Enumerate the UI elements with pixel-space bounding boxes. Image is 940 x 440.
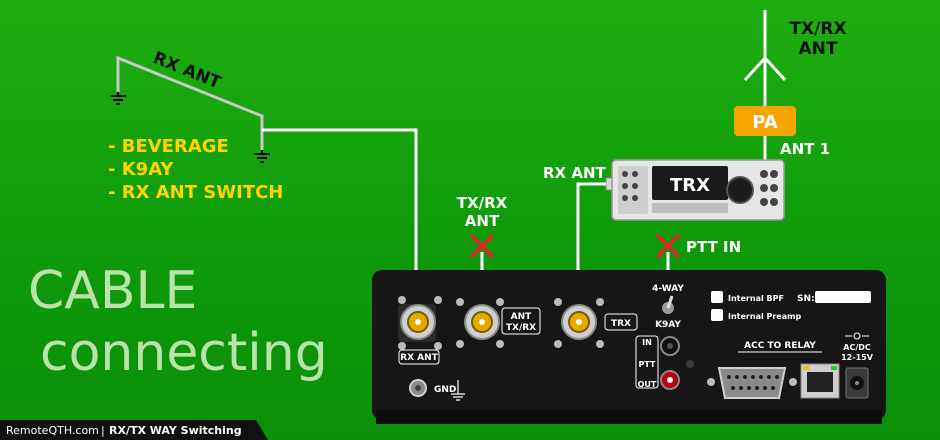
- ant-txrx-connector: [456, 298, 504, 348]
- sn-label: SN:: [797, 294, 815, 304]
- footer-caption: RX/TX WAY Switching: [109, 424, 242, 437]
- db15-connector: [707, 367, 797, 399]
- ant-port-label-2: TX/RX: [506, 323, 536, 333]
- trx-radio: [605, 159, 785, 221]
- disconnected-x-icon: [470, 234, 494, 258]
- serial-number-field: [815, 291, 871, 303]
- footer-bar: [0, 420, 268, 440]
- title-line-2: connecting: [40, 323, 328, 383]
- acc-to-relay-label: ACC TO RELAY: [744, 341, 816, 351]
- trx-port-label: TRX: [611, 319, 631, 329]
- pa-box: [734, 106, 796, 136]
- antenna-type-beverage: - BEVERAGE: [108, 136, 229, 157]
- txrx-ant-top-label-2: ANT: [799, 39, 838, 59]
- disconnected-x-icon: [656, 234, 680, 258]
- led-indicator: [686, 360, 694, 368]
- txrx-ant-top-label-1: TX/RX: [789, 19, 846, 39]
- footer-site: RemoteQTH.com: [6, 424, 99, 437]
- dc-power-jack: [845, 367, 869, 399]
- trx-connector: [554, 298, 604, 348]
- ptt-out-jack: [660, 370, 680, 390]
- txrx-ant-mid-label-1: TX/RX: [457, 194, 508, 212]
- footer-separator: |: [101, 424, 105, 437]
- internal-preamp-checkbox[interactable]: [711, 309, 723, 321]
- trx-rx-cable: [576, 182, 606, 300]
- rx-ant-cable: [262, 128, 418, 300]
- ethernet-port: [800, 363, 840, 399]
- ground-icon: [451, 380, 465, 401]
- four-way-label: 4-WAY: [652, 284, 684, 294]
- acdc-label-1: AC/DC: [843, 343, 871, 352]
- ptt-out-port-label: OUT: [638, 380, 657, 389]
- antenna-type-k9ay: - K9AY: [108, 159, 174, 180]
- ant-port-label-1: ANT: [511, 312, 532, 322]
- gnd-terminal: [409, 379, 427, 397]
- toggle-switch[interactable]: [662, 295, 674, 314]
- ptt-port-label: PTT: [639, 360, 657, 369]
- rx-ant-port-label: RX ANT: [400, 353, 439, 363]
- rx-antenna-wire: [116, 55, 264, 150]
- acdc-label-2: 12-15V: [841, 353, 874, 362]
- ptt-in-jack: [660, 336, 680, 356]
- ground-icon: [110, 92, 126, 105]
- pa-label: PA: [752, 112, 778, 133]
- ground-icon: [254, 150, 270, 163]
- k9ay-label: K9AY: [655, 320, 681, 330]
- ant1-label: ANT 1: [780, 140, 830, 158]
- trx-radio-label: TRX: [670, 175, 710, 196]
- ptt-in-port-label: IN: [642, 338, 652, 347]
- antenna-type-rx-switch: - RX ANT SWITCH: [108, 182, 283, 203]
- internal-bpf-checkbox[interactable]: [711, 291, 723, 303]
- ptt-in-label: PTT IN: [686, 238, 741, 256]
- rx-ant-connector: [398, 296, 442, 350]
- gnd-label: GND: [434, 385, 456, 395]
- rx-ant-trx-label: RX ANT: [543, 164, 607, 182]
- internal-preamp-label: Internal Preamp: [728, 312, 801, 321]
- title-line-1: CABLE: [28, 261, 197, 321]
- txrx-ant-mid-label-2: ANT: [465, 212, 500, 230]
- txrx-antenna-icon: [743, 10, 787, 108]
- power-polarity-icon: [845, 332, 869, 340]
- internal-bpf-label: Internal BPF: [728, 294, 784, 303]
